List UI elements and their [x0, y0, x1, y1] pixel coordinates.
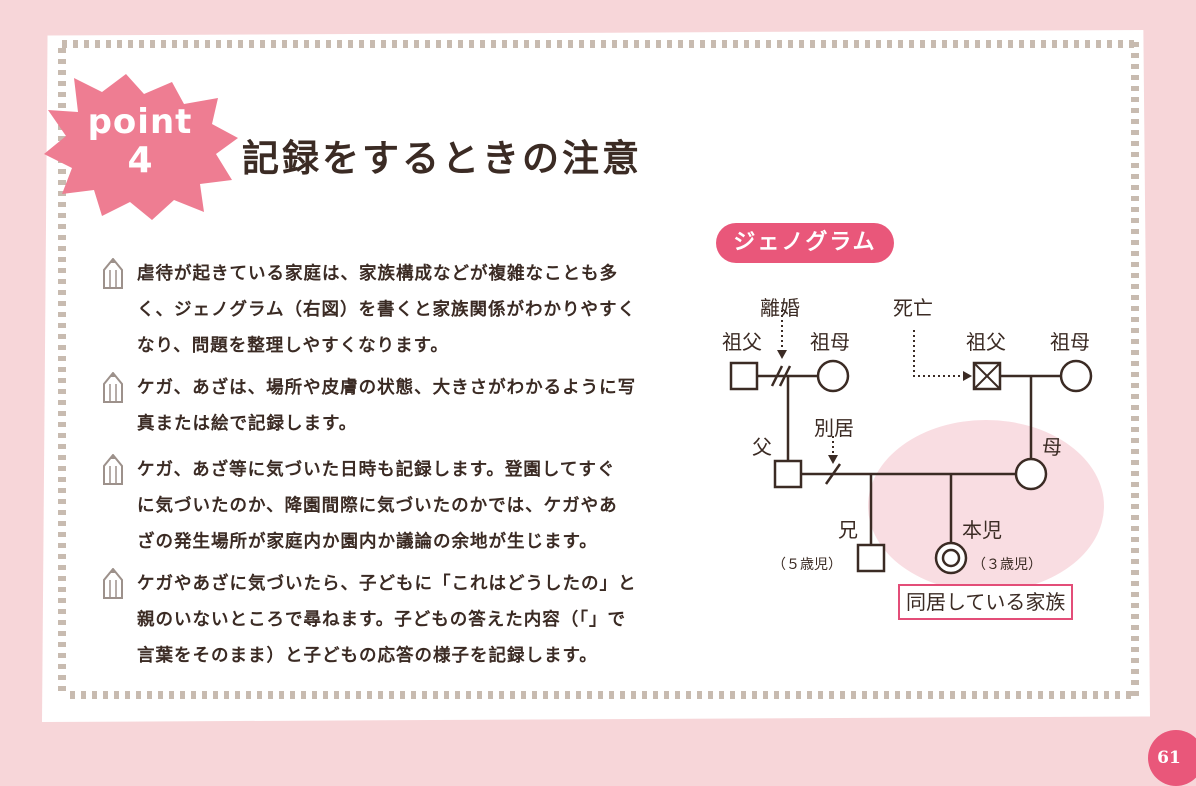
rikon-arrow-head [777, 350, 787, 359]
label-chichi: 父 [752, 435, 772, 459]
divorce-slash-1 [770, 365, 784, 387]
separation-slash [824, 463, 842, 485]
frame-top [62, 40, 1134, 48]
genogram-diagram [729, 310, 1104, 592]
label-shibo: 死亡 [893, 296, 933, 320]
label-honji-age: （３歳児） [972, 557, 1042, 573]
label-haha: 母 [1042, 435, 1062, 459]
label-sofu-right: 祖父 [966, 330, 1006, 354]
genogram-label: ジェノグラム [716, 223, 894, 263]
pencil-icon [103, 568, 123, 599]
note-3-line-1: ケガ、あざ等に気づいた日時も記録します。登園してすぐ [137, 460, 616, 480]
note-2-line-1: ケガ、あざは、場所や皮膚の状態、大きさがわかるように写 [137, 378, 637, 398]
pencil-icon [103, 372, 123, 403]
note-3-line-2: に気づいたのか、降園間際に気づいたのかでは、ケガやあ [137, 496, 618, 516]
mother-circle [1014, 457, 1048, 491]
note-4-line-2: 親のいないところで尋ねます。子どもの答えた内容（「」で [137, 610, 626, 630]
frame-left [58, 48, 66, 696]
point-badge: point 4 [40, 72, 240, 222]
cohabiting-family-label: 同居している家族 [898, 584, 1074, 620]
bekkyo-arrow-head [828, 455, 838, 464]
label-ani-age: （５歳児） [772, 557, 842, 573]
father-square [773, 459, 803, 489]
page-number: 61 [1148, 730, 1196, 786]
page-title: 記録をするときの注意 [242, 137, 642, 180]
point-number: 4 [127, 140, 153, 181]
note-4-line-3: 言葉をそのまま）と子どもの応答の様子を記録します。 [137, 646, 598, 666]
label-sofu-left: 祖父 [722, 330, 762, 354]
label-rikon: 離婚 [760, 296, 800, 320]
note-1-line-2: く、ジェノグラム（右図）を書くと家族関係がわかりやすく [137, 300, 636, 320]
point-word: point [87, 102, 193, 142]
note-1-line-1: 虐待が起きている家庭は、家族構成などが複雑なことも多 [137, 264, 618, 284]
note-1-line-3: なり、問題を整理しやすくなります。 [137, 336, 449, 356]
label-sobo-left: 祖母 [810, 330, 850, 354]
label-honji: 本児 [962, 518, 1002, 542]
frame-right [1131, 42, 1139, 696]
grandmother-left-circle [816, 359, 850, 393]
divorce-slash-2 [778, 365, 792, 387]
pencil-icon [103, 258, 123, 289]
pencil-icon [103, 454, 123, 485]
grandfather-left-square [729, 361, 759, 391]
note-4-line-1: ケガやあざに気づいたら、子どもに「これはどうしたの」と [137, 574, 637, 594]
shibo-arrow-head [963, 371, 972, 381]
frame-bottom [70, 691, 1134, 699]
label-sobo-right: 祖母 [1050, 330, 1090, 354]
grandmother-right-circle [1059, 359, 1093, 393]
cohabiting-family-area [868, 420, 1104, 592]
label-bekkyo: 別居 [814, 416, 854, 440]
shibo-dotted-arrow [913, 330, 964, 377]
burst-shape [44, 74, 238, 220]
note-2-line-2: 真または絵で記録します。 [137, 414, 358, 434]
label-ani: 兄 [838, 518, 858, 542]
brother-square [856, 543, 886, 573]
note-3-line-3: ざの発生場所が家庭内か園内か議論の余地が生じます。 [137, 532, 598, 552]
